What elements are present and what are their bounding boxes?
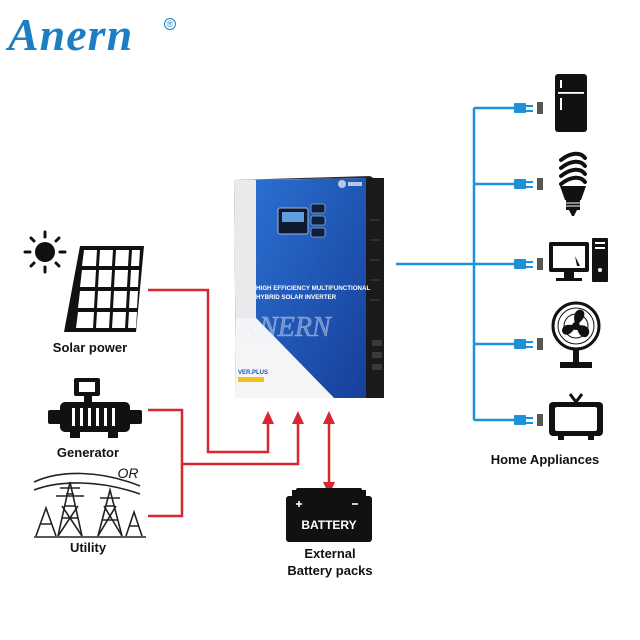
fridge-icon bbox=[555, 74, 587, 132]
inverter-warning-label bbox=[238, 377, 264, 382]
label-or: OR bbox=[117, 465, 139, 481]
inverter-model: VER.PLUS bbox=[238, 370, 268, 376]
inverter-title-line2: HYBRID SOLAR INVERTER bbox=[256, 294, 337, 301]
battery-icon: BATTERY bbox=[286, 488, 372, 542]
registered-mark: ® bbox=[164, 18, 176, 30]
inverter-unit: HIGH EFFICIENCY MULTIFUNCTIONAL HYBRID S… bbox=[234, 176, 384, 398]
utility-pylon-icon bbox=[33, 472, 146, 538]
arrowhead-solar bbox=[262, 411, 274, 424]
generator-icon bbox=[48, 378, 142, 438]
sun-icon bbox=[23, 230, 67, 274]
ac-wiring bbox=[396, 106, 514, 422]
logo-text: Anern bbox=[8, 9, 134, 60]
dc-wiring bbox=[148, 288, 331, 518]
battery-box-text: BATTERY bbox=[301, 518, 356, 532]
arrowhead-battery-up bbox=[323, 411, 335, 424]
plug-icon bbox=[514, 414, 543, 426]
label-solar-power: Solar power bbox=[52, 340, 128, 355]
plug-icon bbox=[514, 338, 543, 350]
plug-icon bbox=[514, 102, 543, 114]
solar-panel-icon bbox=[64, 246, 144, 332]
label-utility: Utility bbox=[69, 540, 107, 555]
inverter-title-line1: HIGH EFFICIENCY MULTIFUNCTIONAL bbox=[256, 285, 370, 292]
inverter-brand-badge bbox=[338, 180, 362, 188]
label-home-appliances: Home Appliances bbox=[490, 452, 600, 467]
wire-utility bbox=[148, 464, 184, 518]
computer-icon bbox=[549, 238, 608, 282]
inverter-watermark: ANERN bbox=[240, 312, 332, 343]
light-bulb-icon bbox=[559, 151, 587, 216]
wire-solar bbox=[148, 288, 270, 454]
label-battery-line1: External bbox=[304, 546, 356, 561]
anern-logo: Anern bbox=[8, 8, 133, 61]
tv-icon bbox=[549, 393, 603, 440]
label-battery-line2: Battery packs bbox=[287, 563, 373, 578]
wire-generator bbox=[148, 408, 300, 466]
fan-icon bbox=[551, 301, 601, 368]
plug-icon bbox=[514, 258, 543, 270]
label-generator: Generator bbox=[56, 445, 120, 460]
plug-icon bbox=[514, 178, 543, 190]
inverter-buttons bbox=[310, 203, 326, 238]
arrowhead-generator bbox=[292, 411, 304, 424]
plugs bbox=[514, 102, 543, 426]
